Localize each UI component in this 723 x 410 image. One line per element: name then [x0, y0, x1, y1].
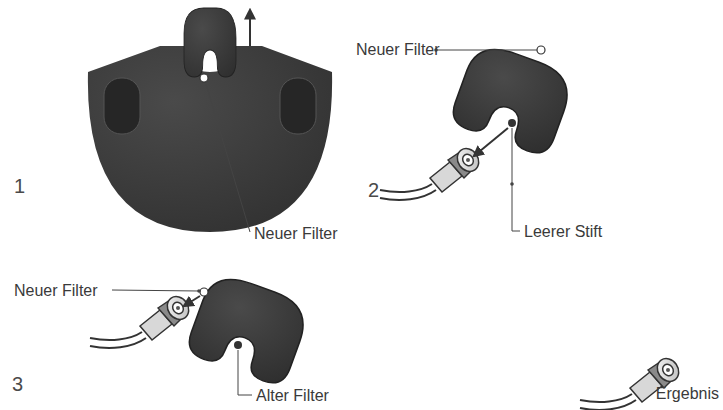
leader-line	[206, 84, 250, 232]
empty-pin	[508, 119, 516, 127]
pull-arrow	[249, 10, 251, 46]
part-label: Leerer Stift	[524, 224, 602, 240]
filter-holder	[184, 8, 236, 77]
earbud	[90, 292, 193, 347]
leader-line	[436, 50, 537, 51]
step-number: 3	[12, 374, 23, 394]
filter-holder	[184, 270, 313, 388]
part-label: Neuer Filter	[356, 42, 440, 58]
old-filter	[234, 341, 242, 349]
filter	[537, 46, 545, 54]
earbud	[380, 144, 483, 199]
part-label: Alter Filter	[256, 388, 329, 404]
part-label: Neuer Filter	[254, 226, 338, 242]
step-number: 2	[368, 180, 379, 200]
leader-line	[112, 290, 199, 291]
insert-arrow	[474, 128, 508, 156]
step-number: 1	[14, 176, 25, 196]
filter	[200, 74, 208, 82]
insert-arrow	[184, 296, 200, 306]
filter	[200, 288, 208, 296]
part-label: Neuer Filter	[14, 283, 98, 299]
charging-case	[88, 46, 332, 232]
leader-line	[238, 350, 252, 395]
leader-line	[512, 128, 520, 231]
result-label: Ergebnis	[656, 386, 719, 402]
